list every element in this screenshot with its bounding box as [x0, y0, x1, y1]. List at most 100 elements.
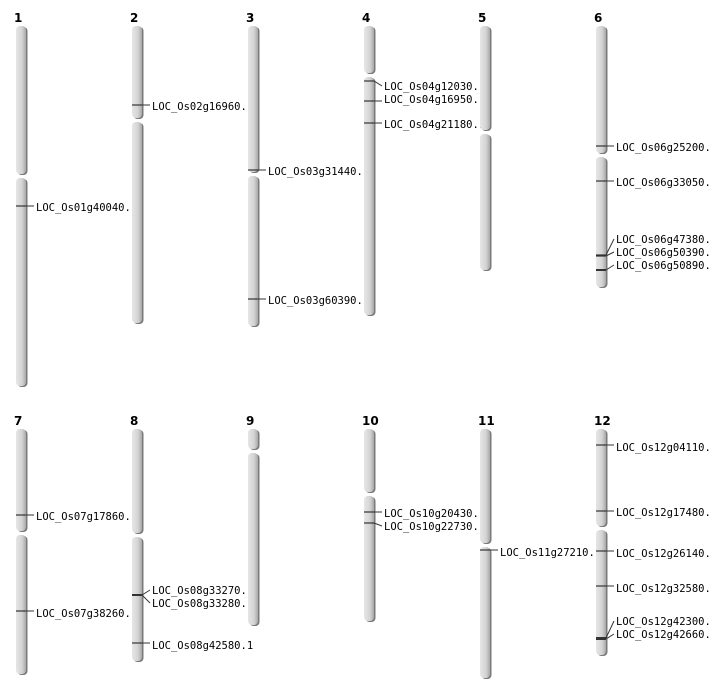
chromosome-12: 12LOC_Os12g04110.1LOC_Os12g17480.1LOC_Os…	[594, 414, 712, 656]
gene-marker: LOC_Os01g40040.1	[16, 202, 137, 214]
gene-marker: LOC_Os02g16960.1	[132, 101, 253, 113]
gene-marker: LOC_Os12g42660.1	[596, 629, 712, 641]
gene-label: LOC_Os12g17480.1	[616, 507, 712, 519]
chromosome-number: 12	[594, 414, 611, 428]
gene-marker: LOC_Os08g33280.1	[132, 594, 253, 610]
chromosome-long-arm	[364, 77, 374, 315]
gene-marker: LOC_Os11g27210.1	[480, 547, 601, 559]
chromosome-long-arm	[596, 530, 606, 655]
chromosome-long-arm	[596, 157, 606, 287]
gene-marker: LOC_Os06g25200.1	[596, 142, 712, 154]
chromosome-number: 9	[246, 414, 254, 428]
gene-label: LOC_Os06g47380.1	[616, 234, 712, 246]
gene-marker: LOC_Os12g32580.1	[596, 583, 712, 595]
chromosome-long-arm	[480, 547, 490, 678]
gene-marker: LOC_Os06g33050.1	[596, 177, 712, 189]
gene-marker: LOC_Os04g21180.1	[364, 119, 485, 131]
gene-label: LOC_Os01g40040.1	[36, 202, 137, 214]
chromosome-short-arm	[364, 429, 374, 492]
chromosome-4: 4LOC_Os04g12030.1LOC_Os04g16950.1LOC_Os0…	[362, 11, 485, 316]
chromosome-short-arm	[480, 26, 490, 130]
chromosome-long-arm	[248, 453, 258, 625]
gene-marker: LOC_Os10g22730.1	[364, 521, 485, 533]
chromosome-short-arm	[16, 429, 26, 531]
chromosome-long-arm	[16, 535, 26, 674]
chromosome-number: 6	[594, 11, 602, 25]
gene-label: LOC_Os04g12030.1	[384, 81, 485, 93]
gene-marker: LOC_Os04g12030.1	[364, 80, 485, 93]
chromosome-short-arm	[132, 26, 142, 118]
chromosome-6: 6LOC_Os06g25200.1LOC_Os06g33050.1LOC_Os0…	[594, 11, 712, 288]
chromosome-number: 10	[362, 414, 379, 428]
chromosome-short-arm	[596, 429, 606, 526]
chromosome-long-arm	[248, 176, 258, 326]
gene-label: LOC_Os03g31440.1	[268, 166, 369, 178]
gene-marker: LOC_Os08g42580.1	[132, 640, 253, 652]
gene-label: LOC_Os10g20430.1	[384, 508, 485, 520]
chromosome-number: 7	[14, 414, 22, 428]
chromosome-short-arm	[248, 429, 258, 449]
gene-label: LOC_Os10g22730.1	[384, 521, 485, 533]
gene-label: LOC_Os02g16960.1	[152, 101, 253, 113]
chromosome-number: 3	[246, 11, 254, 25]
gene-label: LOC_Os03g60390.1	[268, 295, 369, 307]
chromosome-number: 4	[362, 11, 370, 25]
gene-label: LOC_Os06g25200.1	[616, 142, 712, 154]
chromosome-9: 9	[246, 414, 260, 626]
gene-marker: LOC_Os03g60390.1	[248, 295, 369, 307]
chromosome-number: 11	[478, 414, 495, 428]
gene-marker: LOC_Os07g38260.1	[16, 608, 137, 620]
chromosome-short-arm	[596, 26, 606, 153]
gene-label: LOC_Os08g33270.1	[152, 585, 253, 597]
chromosome-8: 8LOC_Os08g33270.1LOC_Os08g33280.1LOC_Os0…	[130, 414, 253, 662]
gene-marker: LOC_Os06g50390.1	[596, 247, 712, 259]
chromosome-short-arm	[16, 26, 26, 174]
gene-label: LOC_Os08g42580.1	[152, 640, 253, 652]
chromosome-long-arm	[480, 134, 490, 270]
gene-marker: LOC_Os06g50890.1	[596, 260, 712, 272]
chromosome-number: 8	[130, 414, 138, 428]
gene-label: LOC_Os06g50390.1	[616, 247, 712, 259]
gene-label: LOC_Os07g17860.1	[36, 511, 137, 523]
chromosome-5: 5	[478, 11, 492, 271]
gene-marker: LOC_Os12g17480.1	[596, 507, 712, 519]
chromosome-short-arm	[480, 429, 490, 543]
gene-label: LOC_Os06g50890.1	[616, 260, 712, 272]
chromosome-long-arm	[132, 122, 142, 323]
chromosome-long-arm	[132, 537, 142, 661]
gene-marker: LOC_Os04g16950.1	[364, 94, 485, 106]
gene-label: LOC_Os12g26140.1	[616, 548, 712, 560]
gene-marker: LOC_Os06g47380.1	[596, 234, 712, 256]
chromosome-long-arm	[16, 178, 26, 386]
chromosome-long-arm	[364, 496, 374, 621]
gene-marker: LOC_Os03g31440.1	[248, 166, 369, 178]
gene-label: LOC_Os04g21180.1	[384, 119, 485, 131]
chromosome-number: 2	[130, 11, 138, 25]
gene-label: LOC_Os12g04110.1	[616, 442, 712, 454]
gene-label: LOC_Os06g33050.1	[616, 177, 712, 189]
chromosome-number: 5	[478, 11, 486, 25]
gene-label: LOC_Os04g16950.1	[384, 94, 485, 106]
gene-marker: LOC_Os07g17860.1	[16, 511, 137, 523]
chromosome-short-arm	[132, 429, 142, 533]
chromosome-number: 1	[14, 11, 22, 25]
chromosome-short-arm	[248, 26, 258, 172]
gene-marker: LOC_Os12g26140.1	[596, 548, 712, 560]
gene-label: LOC_Os08g33280.1	[152, 598, 253, 610]
gene-label: LOC_Os12g32580.1	[616, 583, 712, 595]
chromosome-short-arm	[364, 26, 374, 73]
gene-marker: LOC_Os12g04110.1	[596, 442, 712, 454]
gene-label: LOC_Os12g42300.1	[616, 616, 712, 628]
gene-label: LOC_Os07g38260.1	[36, 608, 137, 620]
gene-label: LOC_Os12g42660.1	[616, 629, 712, 641]
gene-marker: LOC_Os08g33270.1	[132, 585, 253, 597]
gene-label: LOC_Os11g27210.1	[500, 547, 601, 559]
